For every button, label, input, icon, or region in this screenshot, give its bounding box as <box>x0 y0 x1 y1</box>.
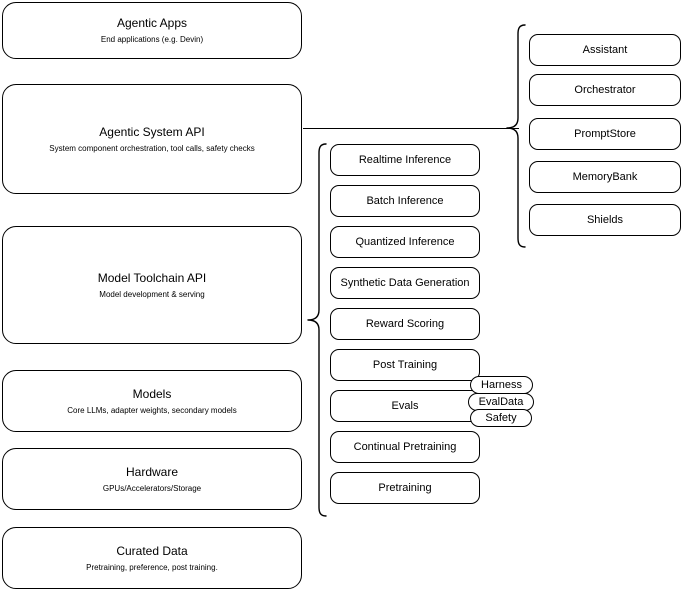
eval-pill-label: EvalData <box>478 395 524 408</box>
service-title: Synthetic Data Generation <box>340 276 470 289</box>
layer-title: Hardware <box>125 464 179 479</box>
service-title: Batch Inference <box>366 194 444 207</box>
layer-subtitle: GPUs/Accelerators/Storage <box>102 483 202 493</box>
component-title: Assistant <box>582 43 628 56</box>
service-title: Realtime Inference <box>358 153 452 166</box>
component-title: MemoryBank <box>572 170 638 183</box>
component-box-orchestrator[interactable]: Orchestrator <box>529 74 681 106</box>
brace-model-toolchain-group <box>306 142 328 518</box>
layer-box-hardware[interactable]: Hardware GPUs/Accelerators/Storage <box>2 448 302 510</box>
layer-title: Models <box>132 386 172 401</box>
service-box-pretraining[interactable]: Pretraining <box>330 472 480 504</box>
service-box-batch-inference[interactable]: Batch Inference <box>330 185 480 217</box>
service-box-post-training[interactable]: Post Training <box>330 349 480 381</box>
connector-agentic-system-api-to-right-group <box>303 128 519 129</box>
layer-box-agentic-system-api[interactable]: Agentic System API System component orch… <box>2 84 302 194</box>
layer-box-models[interactable]: Models Core LLMs, adapter weights, secon… <box>2 370 302 432</box>
service-box-realtime-inference[interactable]: Realtime Inference <box>330 144 480 176</box>
layer-subtitle: Model development & serving <box>99 289 205 299</box>
service-title: Pretraining <box>378 481 432 494</box>
service-box-evals[interactable]: Evals <box>330 390 480 422</box>
layer-title: Agentic System API <box>99 124 205 139</box>
service-box-reward-scoring[interactable]: Reward Scoring <box>330 308 480 340</box>
brace-agentic-system-group <box>505 23 527 249</box>
service-title: Post Training <box>372 358 438 371</box>
layer-subtitle: System component orchestration, tool cal… <box>49 143 255 153</box>
component-box-memorybank[interactable]: MemoryBank <box>529 161 681 193</box>
service-title: Reward Scoring <box>365 317 445 330</box>
eval-pill-label: Safety <box>485 411 517 424</box>
component-title: Orchestrator <box>574 83 636 96</box>
eval-pill-label: Harness <box>481 378 522 391</box>
component-box-promptstore[interactable]: PromptStore <box>529 118 681 150</box>
service-title: Continual Pretraining <box>353 440 457 453</box>
layer-subtitle: Core LLMs, adapter weights, secondary mo… <box>67 405 237 415</box>
layer-title: Model Toolchain API <box>97 270 207 285</box>
service-title: Quantized Inference <box>355 235 455 248</box>
layer-box-curated-data[interactable]: Curated Data Pretraining, preference, po… <box>2 527 302 589</box>
component-box-assistant[interactable]: Assistant <box>529 34 681 66</box>
service-title: Evals <box>391 399 419 412</box>
layer-subtitle: Pretraining, preference, post training. <box>86 562 218 572</box>
service-box-continual-pretraining[interactable]: Continual Pretraining <box>330 431 480 463</box>
eval-pill-safety[interactable]: Safety <box>470 409 532 427</box>
layer-box-model-toolchain-api[interactable]: Model Toolchain API Model development & … <box>2 226 302 344</box>
layer-subtitle: End applications (e.g. Devin) <box>100 35 204 44</box>
layer-title: Agentic Apps <box>116 16 188 30</box>
layer-box-agentic-apps[interactable]: Agentic Apps End applications (e.g. Devi… <box>2 2 302 59</box>
layer-title: Curated Data <box>116 543 188 558</box>
component-box-shields[interactable]: Shields <box>529 204 681 236</box>
component-title: PromptStore <box>574 127 636 140</box>
service-box-synthetic-data-generation[interactable]: Synthetic Data Generation <box>330 267 480 299</box>
eval-pill-harness[interactable]: Harness <box>470 376 533 394</box>
component-title: Shields <box>586 213 624 226</box>
service-box-quantized-inference[interactable]: Quantized Inference <box>330 226 480 258</box>
